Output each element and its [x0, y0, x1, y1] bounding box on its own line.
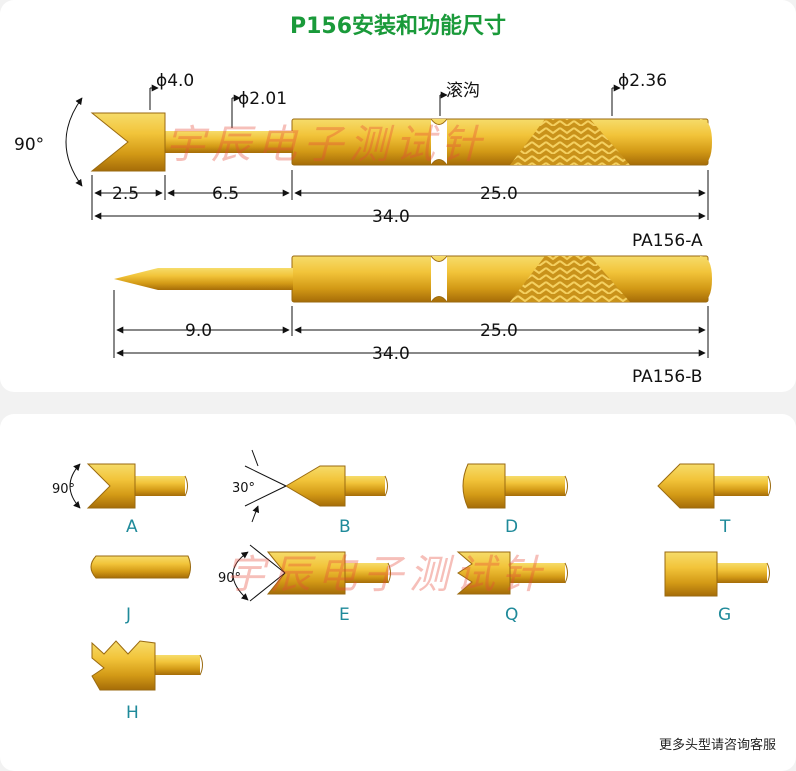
head-label-t: T	[719, 517, 731, 537]
dims-pa156a	[65, 88, 709, 220]
head-label-g: G	[718, 605, 731, 625]
angle-label-head-e: 90°	[218, 571, 241, 586]
dia-barrel-label: ϕ2.36	[618, 71, 667, 91]
probe-pa156b	[114, 255, 712, 303]
barrel-end-b	[700, 256, 712, 302]
head-type-j	[90, 555, 191, 579]
dim-6-5: 6.5	[212, 184, 239, 204]
dia-head-label: ϕ4.0	[156, 71, 194, 91]
head-type-d	[462, 463, 568, 509]
angle-label-head-b: 30°	[232, 481, 255, 496]
groove-label: 滚沟	[446, 81, 480, 101]
head-label-j: J	[125, 605, 131, 625]
dim-2-5: 2.5	[112, 184, 139, 204]
needle-b	[114, 268, 293, 290]
dim-34-a: 34.0	[372, 207, 410, 227]
head-label-h: H	[126, 703, 139, 723]
head-type-a	[69, 463, 188, 509]
head-a	[90, 112, 166, 172]
model-pa156b: PA156-B	[632, 367, 702, 387]
groove-gap-b	[431, 256, 447, 302]
spring-window-b	[510, 256, 630, 302]
barrel-b	[291, 255, 709, 303]
groove-b	[430, 255, 448, 303]
page-title: P156安装和功能尺寸	[289, 14, 507, 39]
dim-34-b: 34.0	[372, 344, 410, 364]
model-pa156a: PA156-A	[632, 231, 703, 251]
head-type-h	[91, 640, 203, 691]
shaft-a	[165, 131, 293, 153]
groove-a	[430, 118, 448, 166]
dims-pa156b	[113, 290, 709, 358]
head-type-e	[232, 544, 391, 602]
head-type-b	[244, 449, 388, 523]
angle-label-head-a: 90°	[52, 482, 75, 497]
head-type-q	[456, 551, 568, 595]
barrel-end-a	[700, 119, 712, 165]
watermark-top: 宇辰电子测试针	[165, 122, 487, 168]
spring-window-a	[510, 119, 630, 165]
dim-9-0: 9.0	[185, 321, 212, 341]
head-type-g	[664, 551, 770, 597]
watermark-bottom: 宇辰电子测试针	[225, 552, 547, 598]
dia-shaft-label: ϕ2.01	[238, 89, 287, 109]
head-label-q: Q	[505, 605, 518, 625]
dim-25-a: 25.0	[480, 184, 518, 204]
angle-label-a: 90°	[14, 135, 44, 155]
groove-gap-a	[431, 119, 447, 165]
head-label-e: E	[339, 605, 350, 625]
head-type-t	[657, 463, 771, 509]
head-label-b: B	[339, 517, 351, 537]
head-label-a: A	[126, 517, 138, 537]
footer-note: 更多头型请咨询客服	[658, 738, 776, 753]
head-label-d: D	[505, 517, 518, 537]
probe-pa156a	[90, 112, 712, 172]
dim-25-b: 25.0	[480, 321, 518, 341]
